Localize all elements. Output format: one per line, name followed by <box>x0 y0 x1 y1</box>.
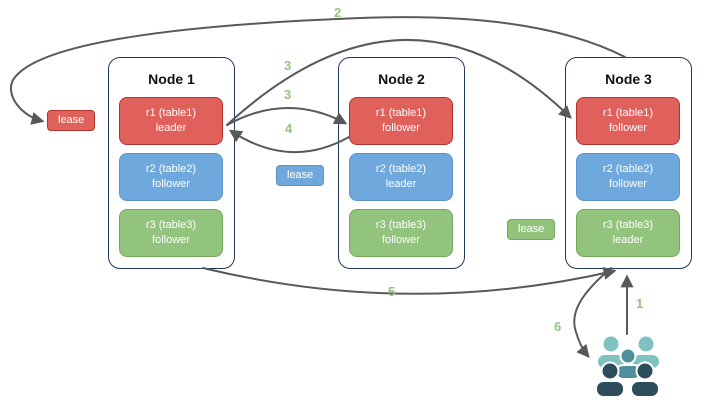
node1-replica-r2: r2 (table2) follower <box>119 153 223 201</box>
replica-name: r2 (table2) <box>375 163 427 176</box>
node1-replica-r3: r3 (table3) follower <box>119 209 223 257</box>
replica-name: r1 (table1) <box>145 107 197 120</box>
replica-role: leader <box>385 178 417 190</box>
users-icon <box>595 334 661 398</box>
node-2: Node 2 r1 (table1) follower r2 (table2) … <box>338 57 465 269</box>
node3-replica-r1: r1 (table1) follower <box>576 97 680 145</box>
replica-name: r1 (table1) <box>602 107 654 120</box>
node2-replica-r3: r3 (table3) follower <box>349 209 453 257</box>
node1-replica-r1: r1 (table1) leader <box>119 97 223 145</box>
replica-name: r3 (table3) <box>602 219 654 232</box>
replica-name: r3 (table3) <box>145 219 197 232</box>
arrow-step2-node3-to-lease1 <box>10 16 626 125</box>
replica-role: follower <box>609 122 647 134</box>
node-3: Node 3 r1 (table1) follower r2 (table2) … <box>565 57 692 269</box>
arrow-step6-node3-to-users <box>573 267 612 358</box>
node-3-title: Node 3 <box>605 71 652 87</box>
node2-replica-r2: r2 (table2) leader <box>349 153 453 201</box>
arrow-step5-node1-to-node3 <box>202 266 617 295</box>
node-1-title: Node 1 <box>148 71 195 87</box>
step-label-5: 5 <box>388 284 396 299</box>
replica-role: follower <box>152 178 190 190</box>
replica-role: follower <box>609 178 647 190</box>
node3-replica-r2: r2 (table2) follower <box>576 153 680 201</box>
arrow-step3-node1-to-node2 <box>226 107 348 126</box>
lease-badge-table3: lease <box>507 219 556 240</box>
node2-replica-r1: r1 (table1) follower <box>349 97 453 145</box>
replica-role: leader <box>612 234 644 246</box>
replica-name: r3 (table3) <box>375 219 427 232</box>
node-2-title: Node 2 <box>378 71 425 87</box>
node3-replica-r3: r3 (table3) leader <box>576 209 680 257</box>
step-label-1: 1 <box>636 296 644 311</box>
replica-role: follower <box>382 122 420 134</box>
lease-badge-table2: lease <box>276 165 325 186</box>
replica-name: r1 (table1) <box>375 107 427 120</box>
arrow-step3-node1-to-node3 <box>226 38 572 126</box>
step-label-3b: 3 <box>284 87 292 102</box>
step-label-3a: 3 <box>284 58 292 73</box>
replica-name: r2 (table2) <box>145 163 197 176</box>
node-1: Node 1 r1 (table1) leader r2 (table2) fo… <box>108 57 235 269</box>
replica-name: r2 (table2) <box>602 163 654 176</box>
step-label-6: 6 <box>554 319 562 334</box>
lease-badge-table1: lease <box>47 110 96 131</box>
arrow-step4-node2-to-node1 <box>228 129 350 153</box>
replica-role: follower <box>152 234 190 246</box>
replica-role: follower <box>382 234 420 246</box>
step-label-4: 4 <box>285 121 293 136</box>
step-label-2: 2 <box>334 5 342 20</box>
replica-role: leader <box>155 122 187 134</box>
